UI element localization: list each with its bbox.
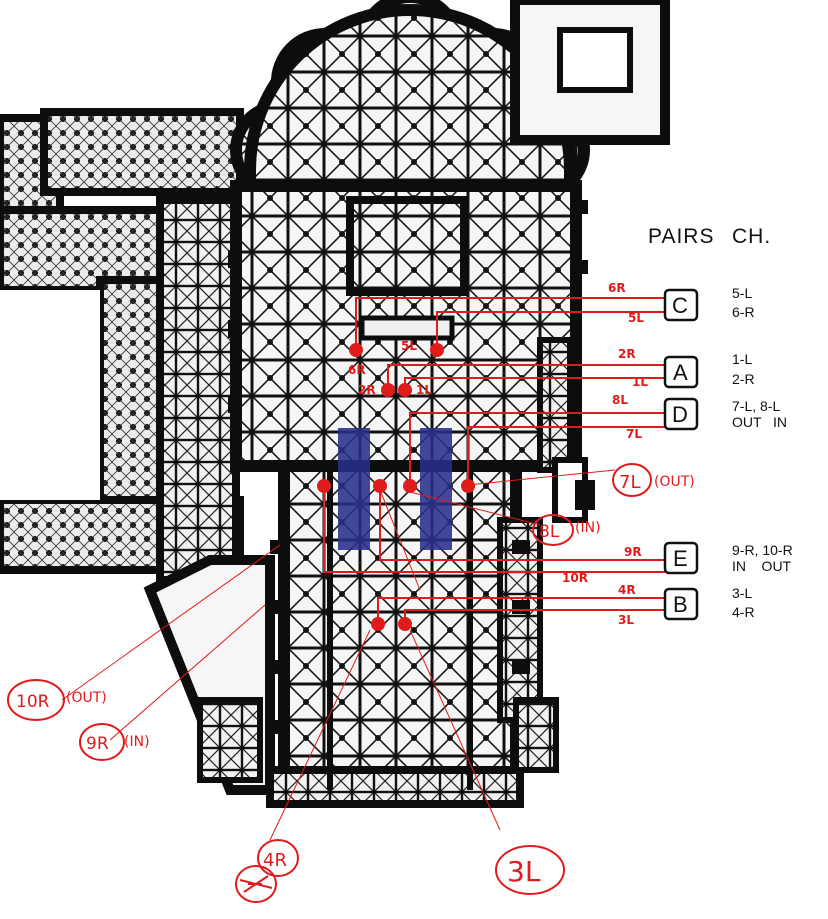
- note-8l-in: 8L (IN): [532, 514, 601, 546]
- mic-9r-dot: [373, 479, 387, 493]
- note-4r: 4R: [235, 839, 299, 903]
- mic-labels: 6R 5L 2R 1L: [348, 339, 432, 397]
- svg-text:10R: 10R: [16, 692, 50, 712]
- ch-line1: 7-L, 8-L: [732, 398, 780, 414]
- mic-label-6r: 6R: [348, 363, 366, 377]
- legend-pair-c: 6R 5L C 5-L 6-R: [608, 281, 755, 325]
- legend-pair-e: 9R 10R E 9-R, 10-R IN OUT: [562, 541, 793, 585]
- pair-letter: B: [673, 592, 688, 617]
- svg-text:(IN): (IN): [124, 734, 150, 750]
- wire-label-bottom: 3L: [618, 613, 634, 627]
- svg-text:3L: 3L: [507, 855, 541, 888]
- svg-text:(OUT): (OUT): [66, 690, 107, 706]
- legend-pairs-header: PAIRS: [648, 225, 714, 248]
- apse-chapels: [230, 0, 670, 200]
- pair-letter: E: [673, 546, 688, 571]
- mic-4r-dot: [371, 617, 385, 631]
- wire-label-top: 6R: [608, 281, 626, 295]
- mic-7l-dot: [461, 479, 475, 493]
- svg-text:9R: 9R: [86, 734, 109, 754]
- choir-stalls: [338, 428, 452, 550]
- mic-10r-dot: [317, 479, 331, 493]
- svg-text:7L: 7L: [619, 472, 640, 493]
- ch-line2: IN OUT: [732, 558, 792, 574]
- wire-label-bottom: 10R: [562, 571, 588, 585]
- legend-pair-b: 4R 3L B 3-L 4-R: [618, 583, 755, 627]
- svg-text:8L: 8L: [539, 522, 560, 542]
- ch-line1: 5-L: [732, 285, 752, 301]
- ch-line2: OUT IN: [732, 414, 787, 430]
- wire-label-bottom: 1L: [632, 375, 648, 389]
- wire-label-top: 4R: [618, 583, 636, 597]
- legend: PAIRS CH.: [648, 225, 771, 248]
- note-3l: 3L: [495, 845, 565, 895]
- nave: [266, 460, 559, 808]
- svg-text:(IN): (IN): [575, 520, 601, 536]
- mic-5l-dot: [430, 343, 444, 357]
- cloister-west: [0, 108, 244, 584]
- svg-text:4R: 4R: [263, 850, 287, 871]
- mic-2r-dot: [381, 383, 395, 397]
- mic-label-2r: 2R: [358, 383, 376, 397]
- mic-1l-dot: [398, 383, 412, 397]
- svg-text:(OUT): (OUT): [654, 474, 695, 490]
- pair-letter: C: [672, 293, 688, 318]
- scribble-icon: [239, 875, 273, 893]
- note-7l-out: 7L (OUT): [612, 463, 695, 497]
- legend-pair-d: 8L 7L D 7-L, 8-L OUT IN: [612, 393, 787, 441]
- wire-label-top: 8L: [612, 393, 628, 407]
- mic-label-5l: 5L: [401, 339, 417, 353]
- ch-line1: 9-R, 10-R: [732, 542, 793, 558]
- pair-letter: A: [673, 360, 688, 385]
- legend-pair-a: 2R 1L A 1-L 2-R: [618, 347, 755, 389]
- note-9r-in: 9R (IN): [79, 723, 150, 761]
- mic-3l-dot: [398, 617, 412, 631]
- buttresses: [228, 200, 595, 734]
- wiring: [61, 297, 665, 841]
- wire-label-top: 2R: [618, 347, 636, 361]
- sacristy-wedge: [143, 555, 275, 795]
- mic-8l-dot: [403, 479, 417, 493]
- legend-ch-header: CH.: [732, 225, 771, 248]
- mic-6r-dot: [349, 343, 363, 357]
- ch-line2: 2-R: [732, 371, 755, 387]
- mic-label-1l: 1L: [416, 383, 432, 397]
- microphone-points: [317, 343, 475, 631]
- ch-line1: 3-L: [732, 585, 752, 601]
- ch-line1: 1-L: [732, 351, 752, 367]
- pair-letter: D: [672, 402, 688, 427]
- ch-line2: 4-R: [732, 604, 755, 620]
- wire-label-bottom: 7L: [626, 427, 642, 441]
- note-10r-out: 10R (OUT): [7, 679, 107, 721]
- wire-label-bottom: 5L: [628, 311, 644, 325]
- ch-line2: 6-R: [732, 304, 755, 320]
- wire-label-top: 9R: [624, 545, 642, 559]
